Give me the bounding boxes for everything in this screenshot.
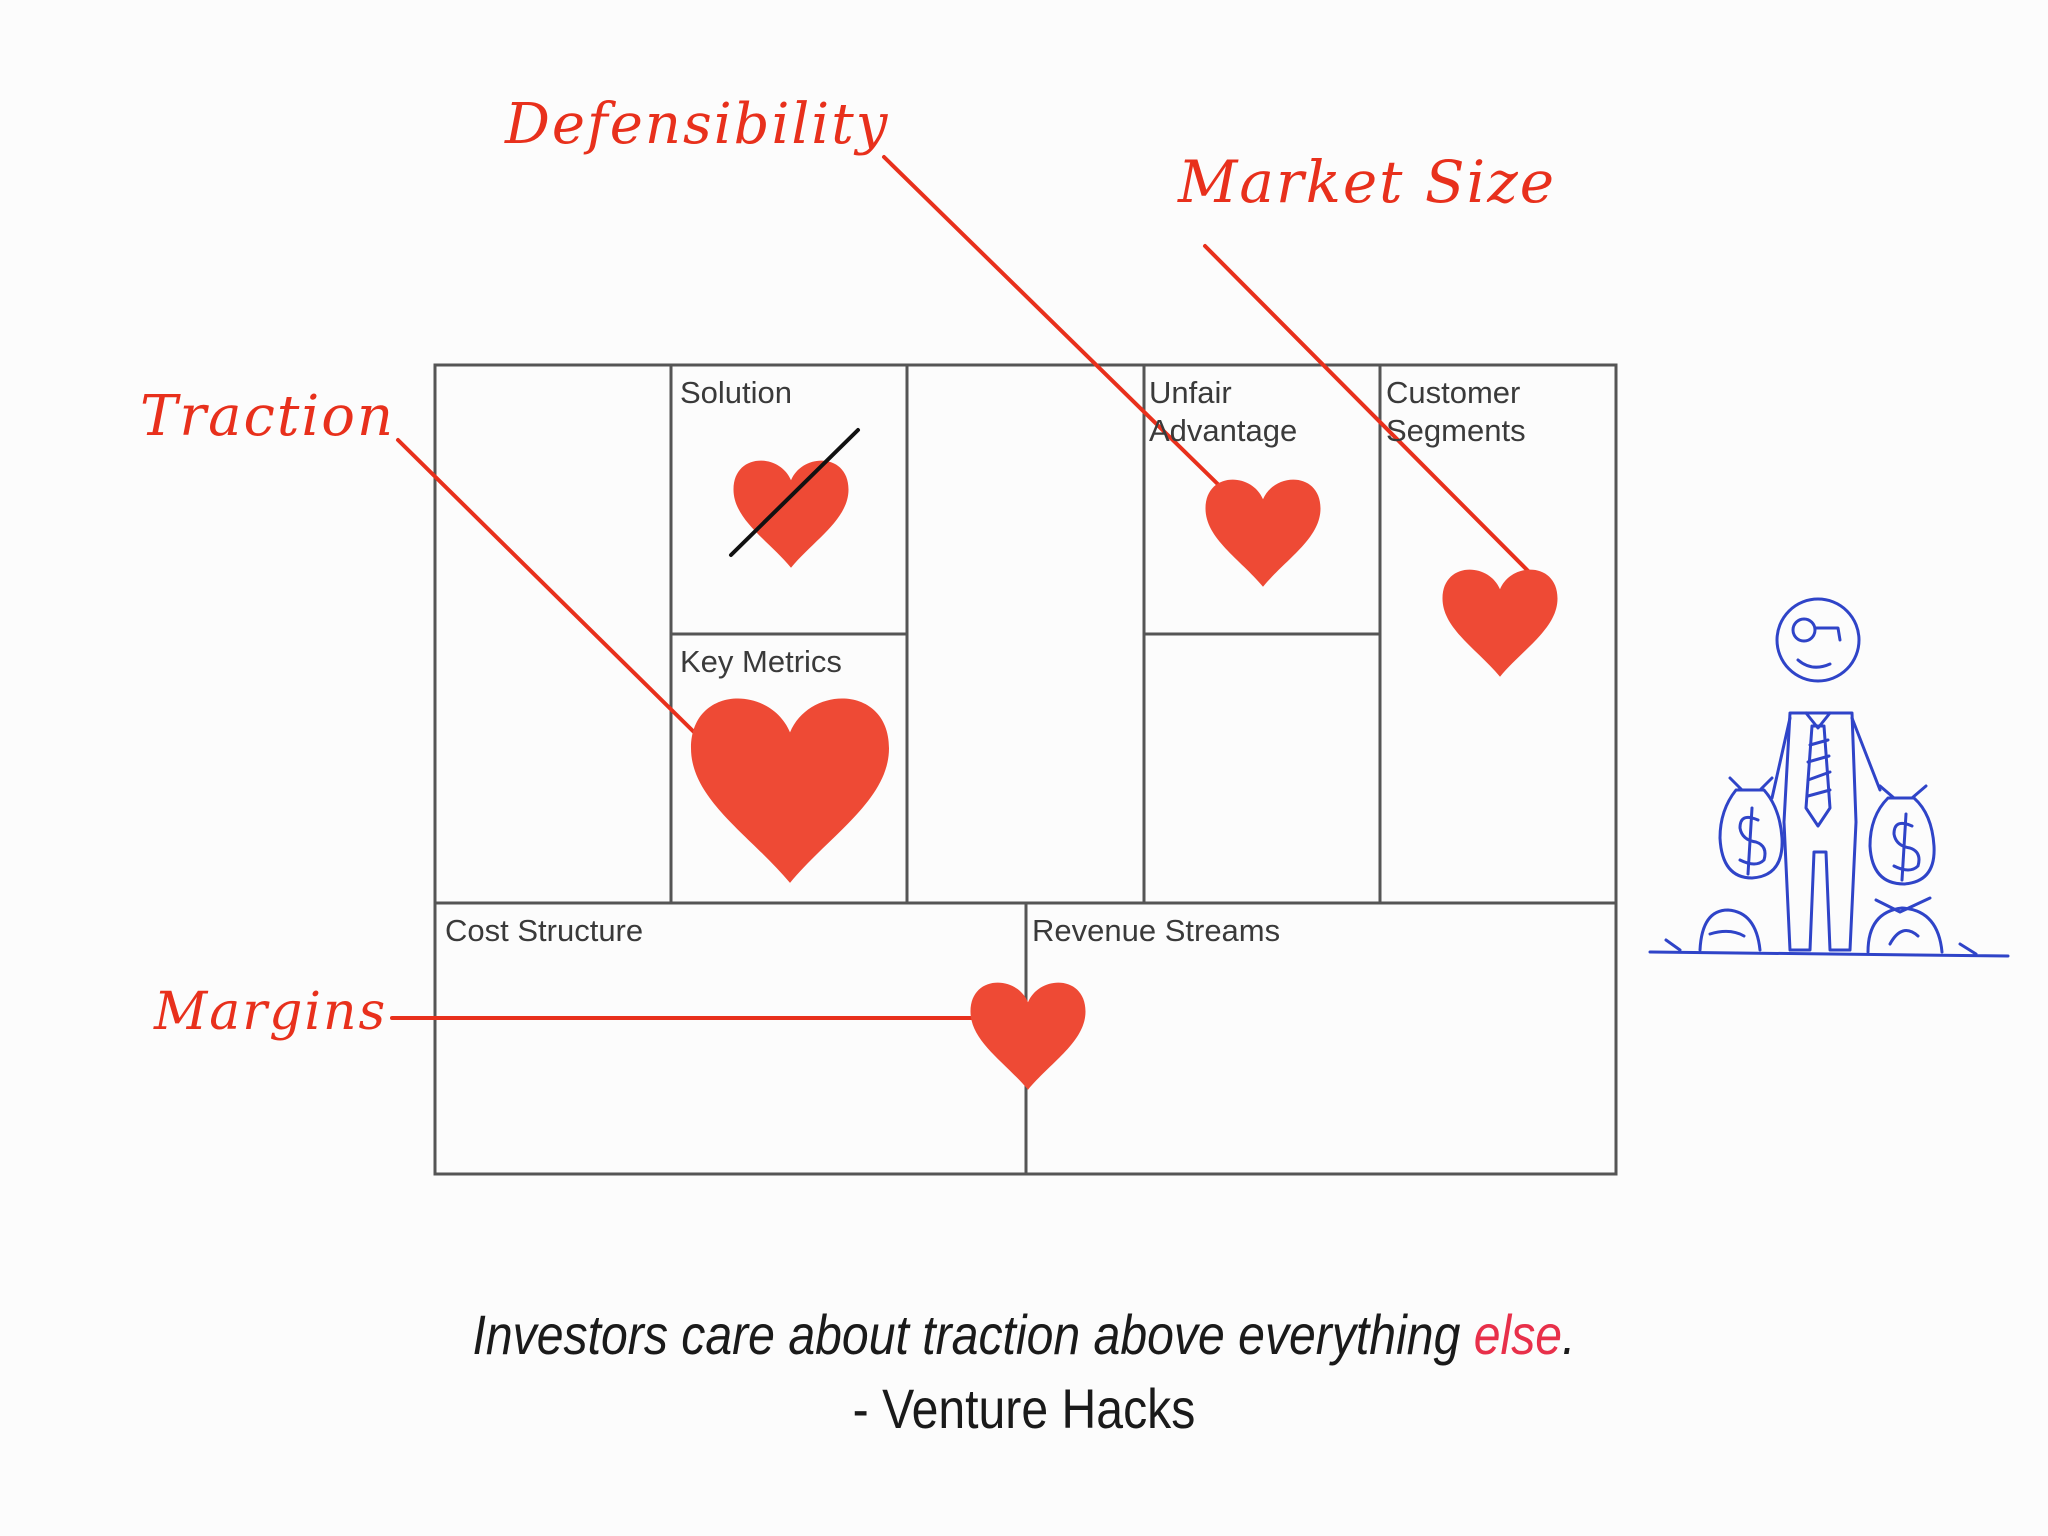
investor-figure-icon xyxy=(1648,597,2010,958)
heart-icon xyxy=(970,982,1086,1090)
figure-glasses-arm xyxy=(1813,626,1842,642)
heart-icon xyxy=(733,460,849,568)
quote-end: . xyxy=(1562,1303,1576,1366)
figure-right-arm xyxy=(1850,716,1882,792)
annotation-defensibility: Defensibility xyxy=(505,92,890,157)
traction-arrow xyxy=(396,438,702,740)
figure-collar xyxy=(1804,711,1832,730)
figure-glasses xyxy=(1791,617,1817,643)
quote-text: Investors care about traction above ever… xyxy=(143,1300,1904,1370)
cell-label-revenue-streams: Revenue Streams xyxy=(1032,913,1281,948)
money-bag-icon xyxy=(1868,784,1936,886)
cell-label-solution: Solution xyxy=(680,375,793,410)
heart-icon xyxy=(1205,479,1321,587)
quote-attribution: - Venture Hacks xyxy=(852,1377,1196,1440)
market-size-arrow xyxy=(1203,244,1544,587)
cell-label-cost-structure: Cost Structure xyxy=(445,913,644,948)
strike-line xyxy=(729,428,860,557)
heart-icon xyxy=(691,698,889,883)
annotation-arrows xyxy=(390,155,1544,1020)
cell-label-unfair-advantage: Unfair Advantage xyxy=(1149,375,1298,448)
figure-ground xyxy=(1648,938,2010,958)
cell-label-key-metrics: Key Metrics xyxy=(680,644,842,679)
quote-accent: else xyxy=(1473,1303,1563,1366)
money-bag-icon xyxy=(1698,908,1762,952)
cell-label-customer-segments: Customer Segments xyxy=(1386,375,1526,448)
money-bag-icon xyxy=(1718,776,1784,880)
defensibility-arrow xyxy=(882,155,1234,500)
quote-main: Investors care about traction above ever… xyxy=(472,1303,1474,1366)
annotation-market-size: Market Size xyxy=(1178,148,1557,216)
annotation-traction: Traction xyxy=(140,384,396,449)
figure-body xyxy=(1782,711,1858,952)
figure-smile xyxy=(1796,658,1832,669)
annotation-margins: Margins xyxy=(154,982,388,1042)
money-bag-icon xyxy=(1866,896,1944,954)
figure-head xyxy=(1775,597,1861,683)
figure-tie xyxy=(1804,724,1832,828)
canvas-grid xyxy=(433,363,1618,1176)
figure-left-arm xyxy=(1770,716,1792,800)
heart-icon xyxy=(1442,569,1558,677)
